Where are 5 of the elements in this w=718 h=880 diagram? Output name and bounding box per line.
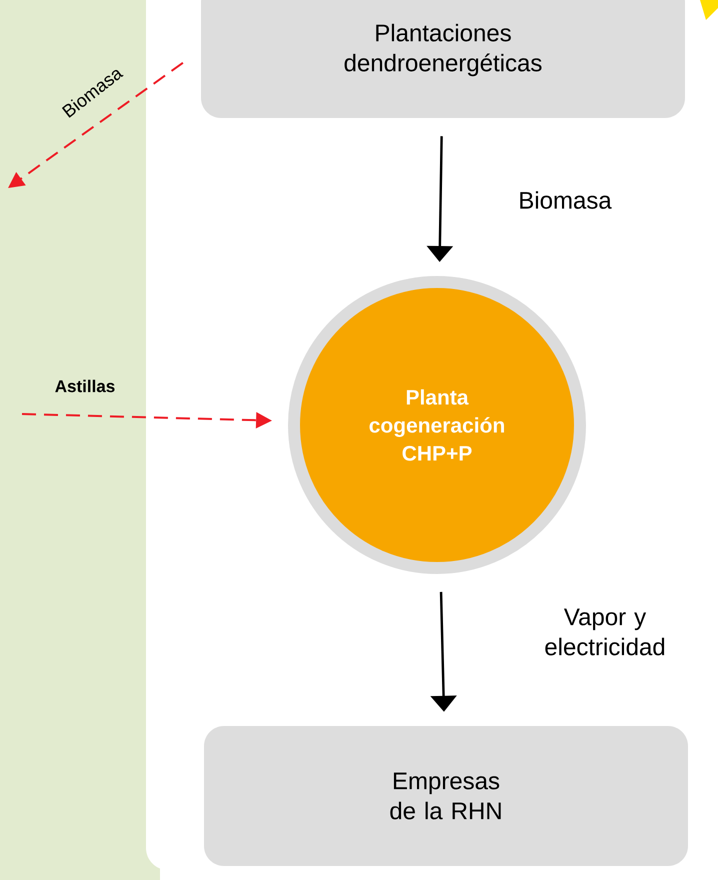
edge-label: Biomasa xyxy=(520,191,612,209)
process-box: Empresas de la RHN xyxy=(204,726,688,866)
process-box: Plantaciones dendroenergéticas xyxy=(201,0,685,118)
edge-label: Astillas xyxy=(55,380,115,392)
edge-label: Vapor y electricidad xyxy=(545,608,664,656)
